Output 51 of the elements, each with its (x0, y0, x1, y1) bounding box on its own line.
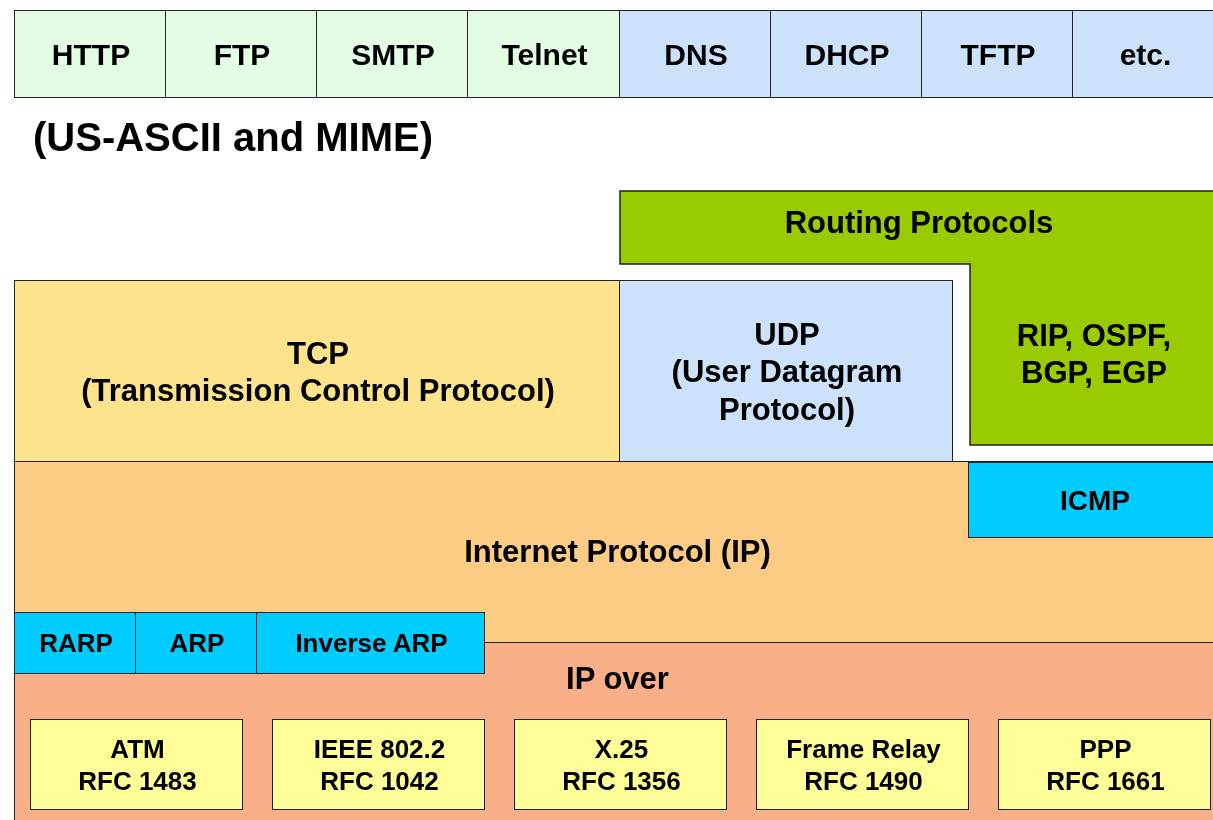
protocol-label: ARP (169, 628, 225, 660)
protocol-label: SMTP (351, 37, 435, 73)
protocol-cell (921, 10, 1073, 98)
tcp-layer (14, 280, 620, 462)
protocol-label: etc. (1119, 37, 1172, 73)
protocol-label: DHCP (804, 37, 890, 73)
protocol-cell (316, 10, 468, 98)
layer-heading: UDP (754, 316, 820, 354)
protocol-label: X.25 (594, 734, 649, 766)
protocol-label: IP over (566, 660, 669, 698)
protocol-label: ICMP (1060, 484, 1130, 518)
protocol-cell (14, 10, 166, 98)
protocol-label: Internet Protocol (IP) (464, 533, 771, 571)
link-protocol-box (272, 719, 485, 810)
link-protocol-box (30, 719, 243, 810)
protocol-label: Telnet (501, 37, 588, 73)
link-protocol-box (998, 719, 1211, 810)
protocol-label: TFTP (960, 37, 1036, 73)
protocol-block (14, 612, 136, 674)
rfc-number: RFC 1356 (562, 765, 681, 797)
protocol-cell (165, 10, 317, 98)
udp-layer (619, 280, 953, 462)
protocol-label: RARP (39, 628, 113, 660)
protocol-label: (User Datagram Protocol) (670, 353, 904, 428)
rfc-number: RFC 1661 (1046, 765, 1165, 797)
link-protocol-box (756, 719, 969, 810)
protocol-label: HTTP (51, 37, 131, 73)
protocol-block (135, 612, 257, 674)
layer-heading: Routing Protocols (784, 204, 1054, 242)
protocol-label: ATM (110, 734, 165, 766)
layer-heading: TCP (287, 334, 349, 372)
icmp-block (968, 462, 1213, 538)
protocol-cell (1072, 10, 1213, 98)
rfc-number: RFC 1483 (78, 765, 197, 797)
protocol-label: (Transmission Control Protocol) (81, 372, 555, 410)
link-protocol-box (514, 719, 727, 810)
encoding-note: (US-ASCII and MIME) (33, 115, 433, 160)
protocol-label: Inverse ARP (295, 628, 448, 660)
protocol-label: PPP (1079, 734, 1132, 766)
protocol-label: RIP, OSPF, BGP, EGP (1015, 316, 1173, 392)
rfc-number: RFC 1042 (320, 765, 439, 797)
protocol-label: Frame Relay (786, 734, 941, 766)
protocol-label: FTP (213, 37, 271, 73)
protocol-cell (770, 10, 922, 98)
protocol-cell (467, 10, 620, 98)
protocol-cell (619, 10, 771, 98)
protocol-label: DNS (664, 37, 728, 73)
rfc-number: RFC 1490 (804, 765, 923, 797)
protocol-label: IEEE 802.2 (313, 734, 446, 766)
protocol-block (256, 612, 485, 674)
routing-protocols-band (619, 190, 1213, 446)
